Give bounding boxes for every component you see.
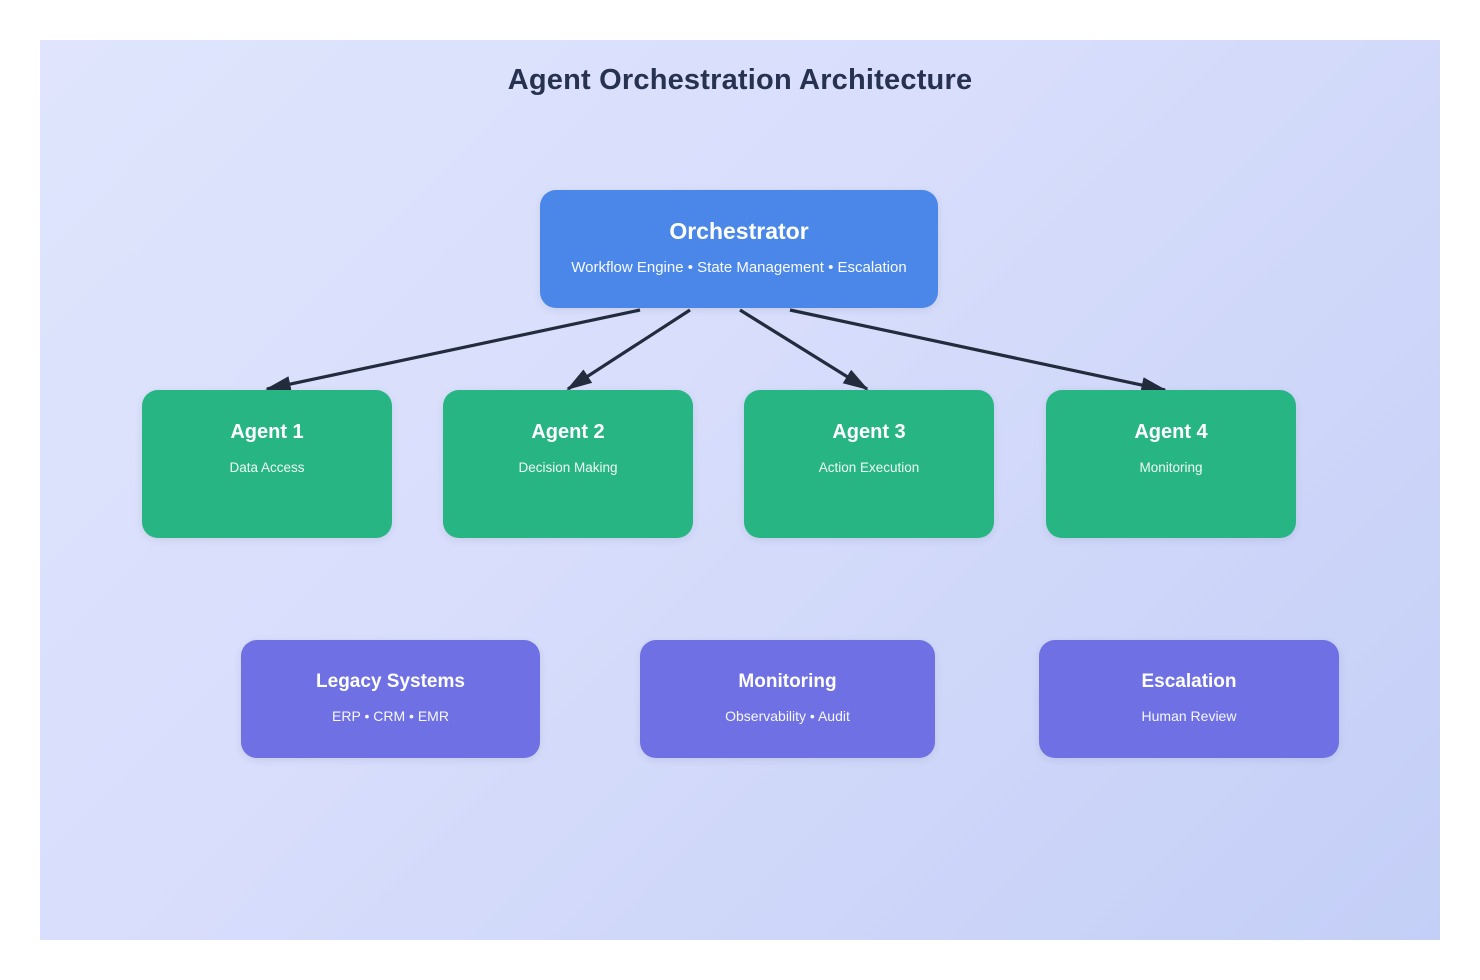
agent-4-title: Agent 4 — [1134, 421, 1208, 443]
monitoring-title: Monitoring — [738, 671, 837, 692]
agent-2-title: Agent 2 — [531, 421, 605, 443]
agent-1-node: Agent 1 Data Access — [142, 390, 392, 538]
monitoring-node: Monitoring Observability • Audit — [640, 640, 935, 758]
agent-2-node: Agent 2 Decision Making — [443, 390, 693, 538]
legacy-systems-node: Legacy Systems ERP • CRM • EMR — [241, 640, 540, 758]
agent-4-subtitle: Monitoring — [1139, 460, 1203, 475]
arrow-orchestrator-to-agent-4 — [789, 308, 1167, 393]
escalation-subtitle: Human Review — [1141, 707, 1237, 724]
agent-4-node: Agent 4 Monitoring — [1046, 390, 1296, 538]
legacy-systems-title: Legacy Systems — [316, 671, 465, 692]
legacy-systems-subtitle: ERP • CRM • EMR — [332, 707, 449, 724]
orchestrator-title: Orchestrator — [669, 218, 809, 244]
orchestrator-node: Orchestrator Workflow Engine • State Man… — [540, 190, 938, 308]
escalation-title: Escalation — [1141, 671, 1237, 692]
agent-3-node: Agent 3 Action Execution — [744, 390, 994, 538]
escalation-node: Escalation Human Review — [1039, 640, 1339, 758]
arrow-orchestrator-to-agent-1 — [265, 308, 641, 392]
diagram-canvas: Agent Orchestration Architecture Orchest… — [40, 40, 1440, 940]
monitoring-subtitle: Observability • Audit — [725, 707, 850, 724]
agent-3-subtitle: Action Execution — [818, 460, 920, 475]
arrow-orchestrator-to-agent-3 — [739, 308, 869, 391]
diagram-title: Agent Orchestration Architecture — [507, 64, 973, 96]
agent-1-subtitle: Data Access — [229, 460, 305, 475]
arrow-orchestrator-to-agent-2 — [566, 308, 691, 391]
orchestrator-subtitle: Workflow Engine • State Management • Esc… — [571, 259, 907, 277]
agent-3-title: Agent 3 — [832, 421, 906, 443]
agent-2-subtitle: Decision Making — [518, 460, 618, 475]
agent-1-title: Agent 1 — [230, 421, 304, 443]
